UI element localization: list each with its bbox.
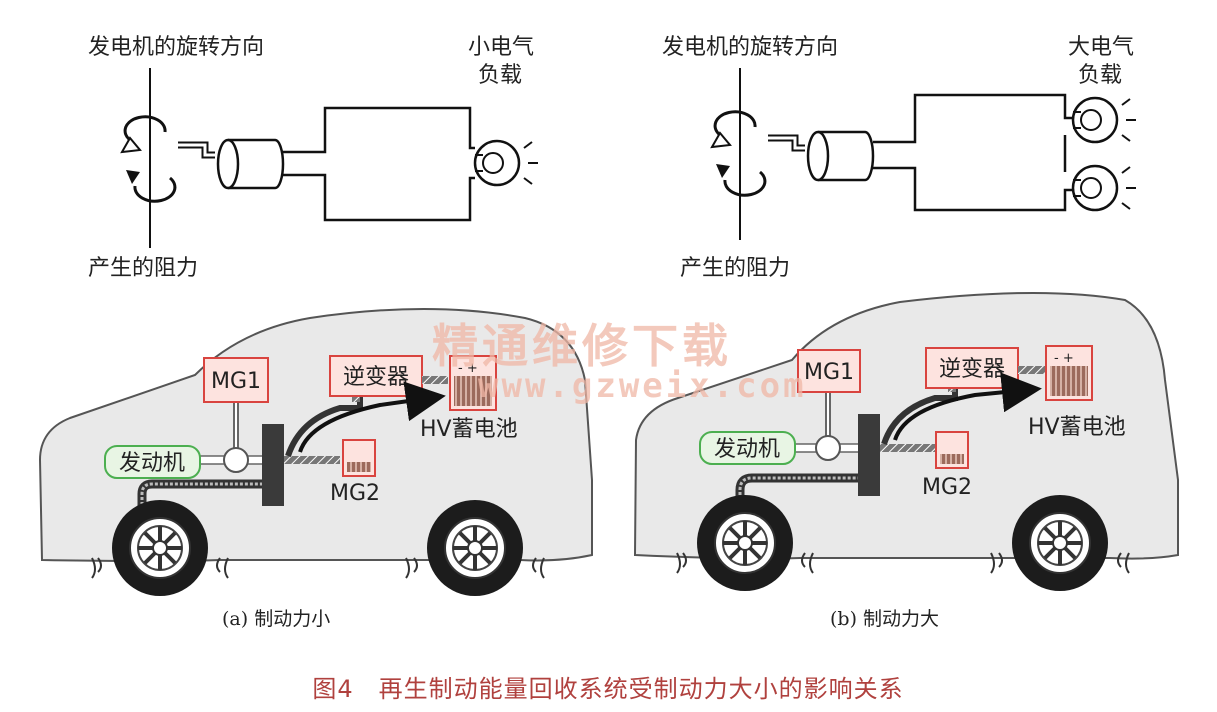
- rotation-direction-label: 发电机的旋转方向: [662, 35, 838, 60]
- load-label-line2: 负载: [478, 63, 522, 88]
- generator-icon: [228, 138, 285, 190]
- engine-label: 发动机: [119, 451, 185, 476]
- circuit-large-load: 发电机的旋转方向 大电气 负载 产生的阻力: [662, 35, 1136, 281]
- motion-lines: [91, 557, 545, 579]
- engine-box: [699, 431, 796, 465]
- watermark: 精通维修下载 www.gzweix.com: [432, 319, 807, 406]
- front-wheel: [695, 493, 795, 593]
- battery-terminals: - +: [458, 361, 478, 376]
- rotation-arrow-icon: [123, 115, 167, 142]
- mg1-label: MG1: [211, 369, 261, 394]
- rear-wheel: [425, 498, 525, 598]
- resistance-arrow-icon: [133, 176, 177, 203]
- resistance-arrow-icon: [723, 170, 767, 197]
- battery-label: HV蓄电池: [1028, 415, 1126, 440]
- planetary-gear: [223, 447, 249, 473]
- planetary-gear: [815, 435, 841, 461]
- power-split-device: [262, 424, 284, 506]
- rotation-arrow-icon: [713, 110, 757, 137]
- resistance-label: 产生的阻力: [88, 256, 198, 281]
- rear-wheel: [1010, 493, 1110, 593]
- inverter-label: 逆变器: [939, 357, 1005, 382]
- light-rays-icon: [523, 141, 538, 185]
- watermark-url: www.gzweix.com: [478, 366, 807, 406]
- watermark-title: 精通维修下载: [432, 319, 732, 373]
- battery-terminals: - +: [1054, 351, 1074, 366]
- rotation-direction-label: 发电机的旋转方向: [88, 35, 264, 60]
- front-wheel: [110, 498, 210, 598]
- mg2-label: MG2: [922, 475, 972, 500]
- motion-lines: [676, 552, 1130, 574]
- lamp-icon: [1071, 96, 1119, 144]
- caption: (a) 制动力小: [222, 608, 330, 630]
- caption: (b) 制动力大: [830, 608, 939, 630]
- resistance-arrowhead-icon: [716, 164, 730, 178]
- energy-flow-arrow: [893, 372, 1042, 441]
- mg1-box: [797, 349, 861, 393]
- mg2-label: MG2: [330, 481, 380, 506]
- energy-flow-arrow: [298, 381, 446, 453]
- mg1-box: [203, 357, 269, 403]
- figure-title: 图4 再生制动能量回收系统受制动力大小的影响关系: [312, 675, 903, 703]
- resistance-arrowhead-icon: [126, 170, 140, 184]
- power-split-device: [858, 414, 880, 496]
- car-body: [633, 292, 1179, 560]
- load-label-line1: 大电气: [1068, 35, 1134, 60]
- resistance-label: 产生的阻力: [680, 256, 790, 281]
- rotation-arrowhead-icon: [710, 131, 732, 149]
- lamp-icon: [473, 139, 521, 187]
- inverter-label: 逆变器: [343, 365, 409, 390]
- load-label-line2: 负载: [1078, 63, 1122, 88]
- lamp-icon: [1071, 164, 1119, 212]
- engine-label: 发动机: [714, 437, 780, 462]
- engine-box: [104, 445, 201, 479]
- car-large-braking: MG1 逆变器 发动机 MG2 - + HV蓄电池 (b) 制动力大: [633, 292, 1179, 630]
- circuit-small-load: 发电机的旋转方向 小电气 负载 产生的阻力: [88, 35, 538, 281]
- rotation-arrowhead-icon: [120, 136, 142, 154]
- car-small-braking: MG1 逆变器 发动机 MG2 - + HV蓄电池 (a) 制动力小: [38, 308, 593, 630]
- load-label-line1: 小电气: [468, 35, 534, 60]
- mg1-label: MG1: [804, 360, 854, 385]
- battery-label: HV蓄电池: [420, 417, 518, 442]
- light-rays-icon: [1121, 98, 1136, 210]
- generator-icon: [818, 130, 875, 182]
